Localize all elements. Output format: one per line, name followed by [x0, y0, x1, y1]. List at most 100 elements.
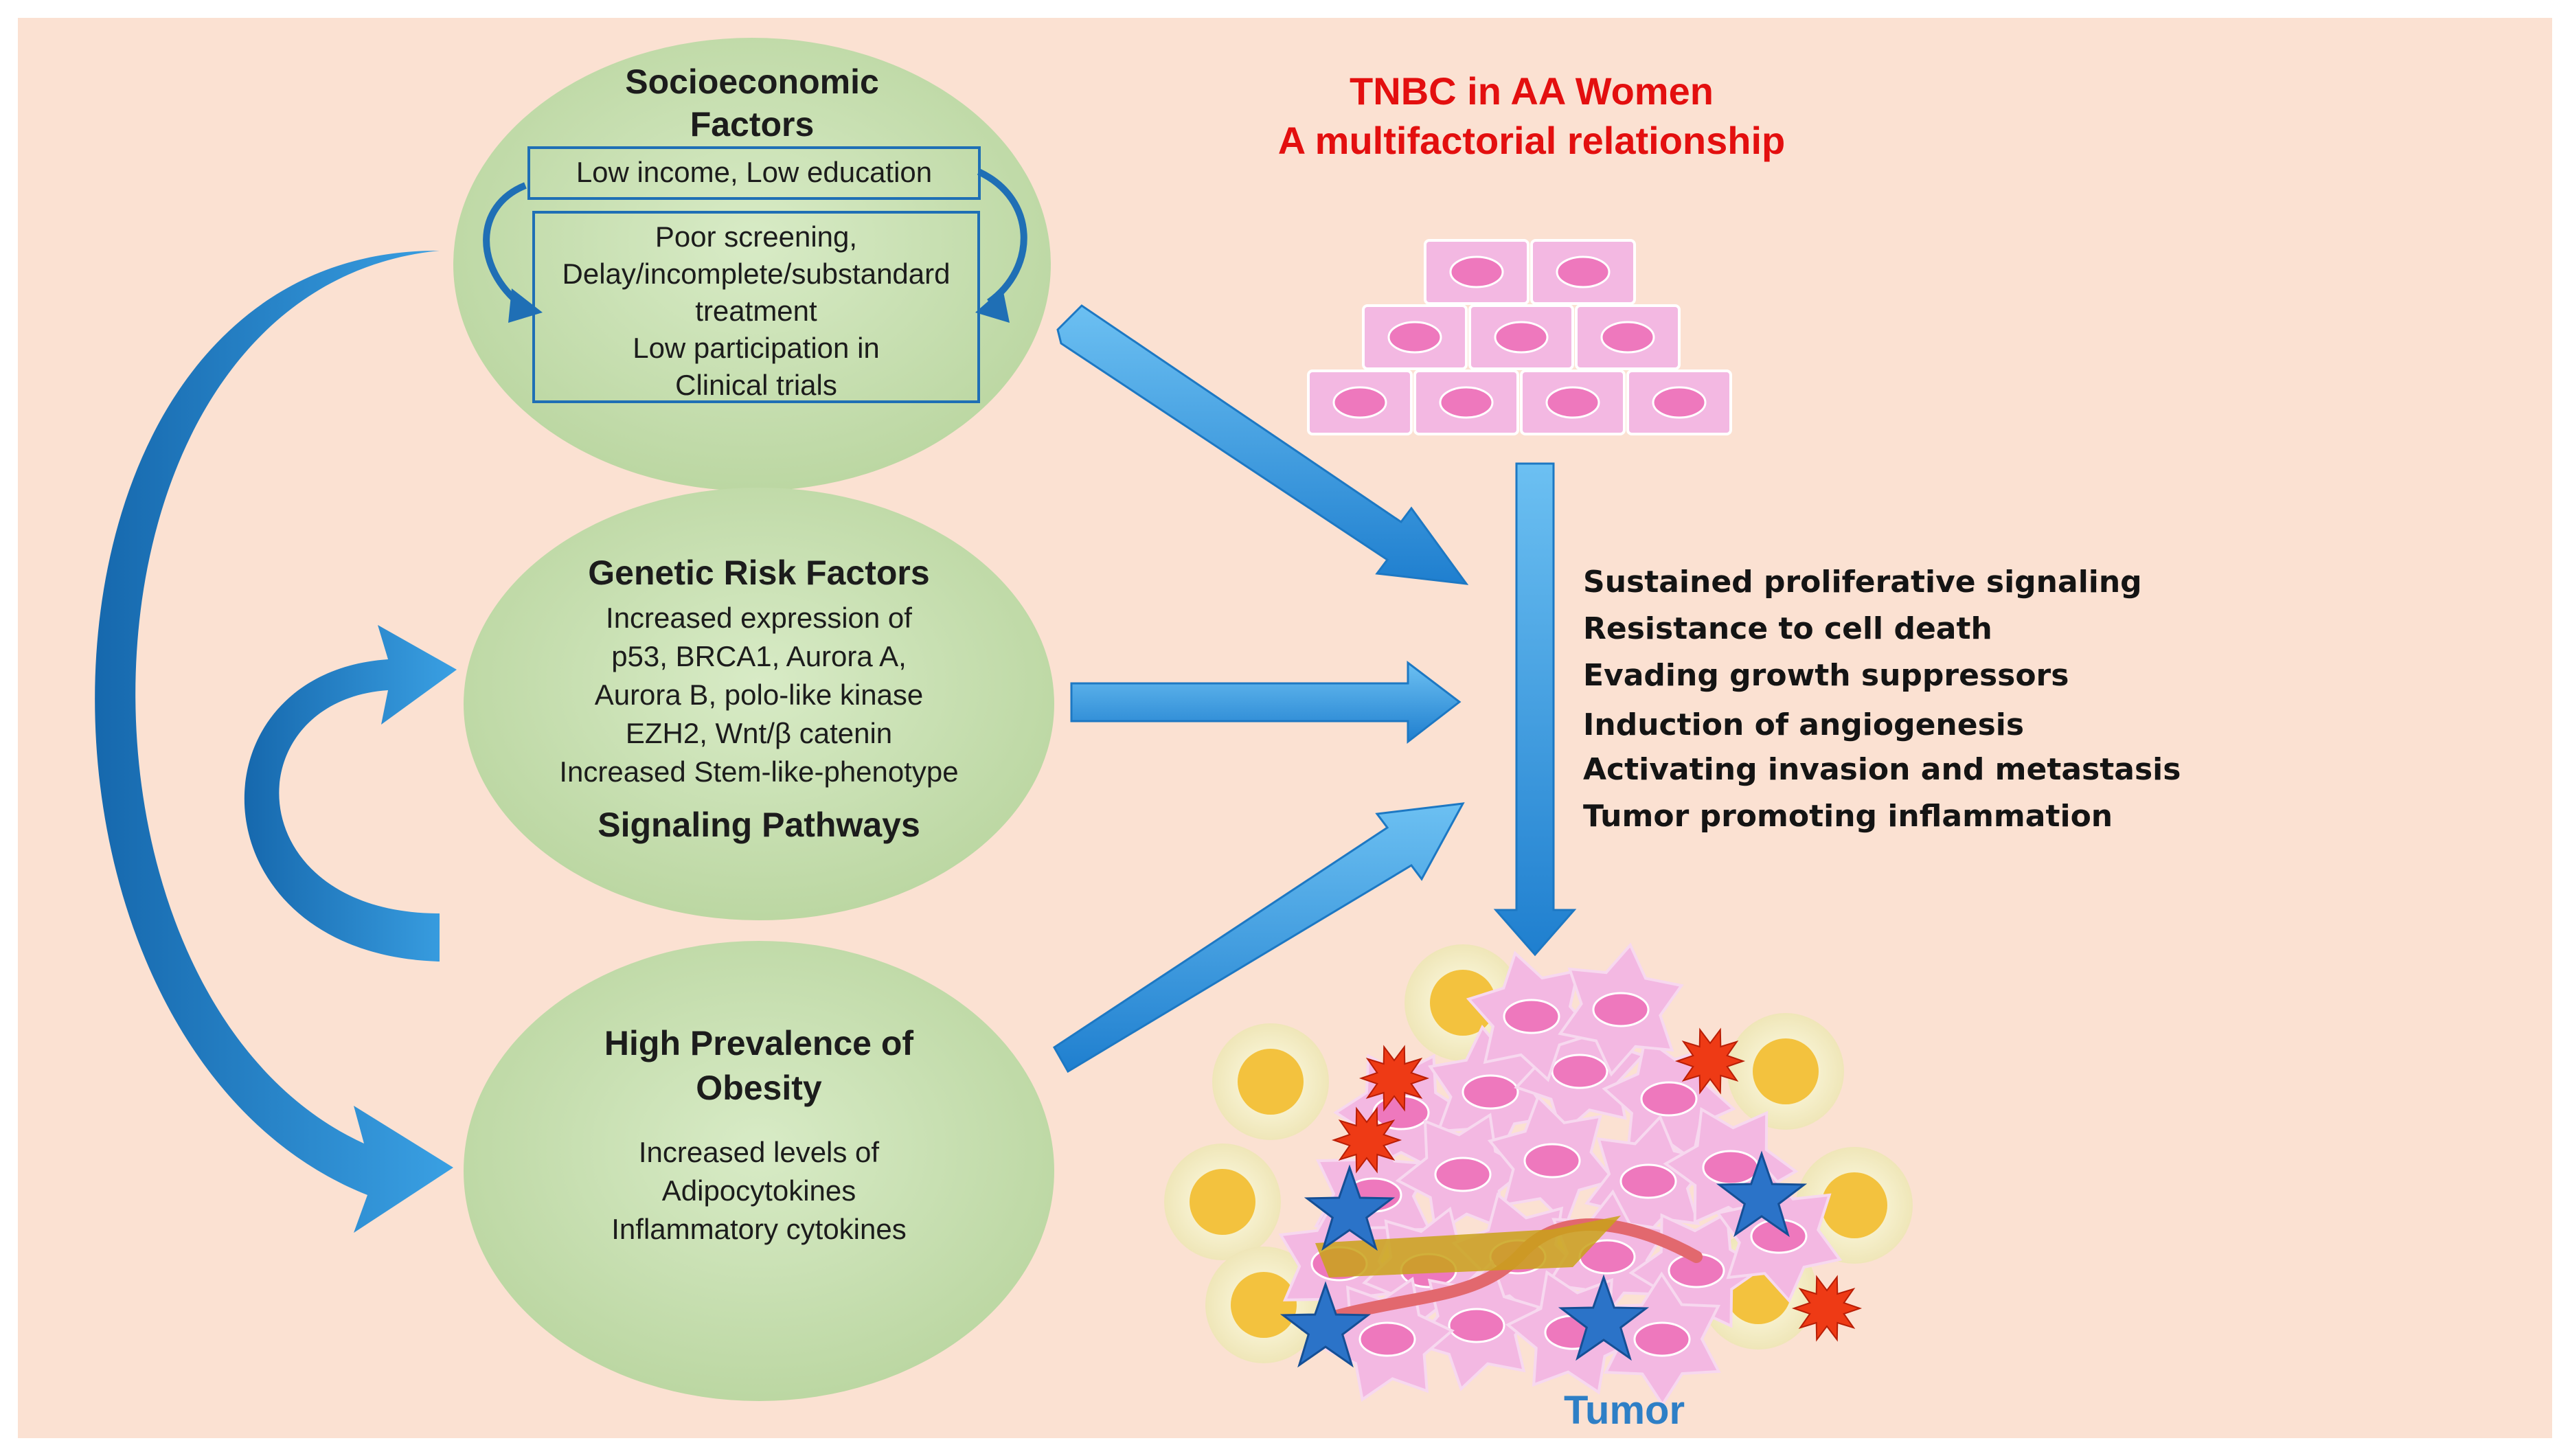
- cell-nucleus: [1494, 321, 1549, 354]
- tumor-cell-nucleus: [1702, 1150, 1760, 1185]
- genetic-heading: Genetic Risk Factors: [588, 554, 930, 592]
- screening-line-3: treatment: [695, 295, 817, 327]
- adipocyte: [1212, 1023, 1329, 1140]
- socioeconomic-heading-1: Socioeconomic: [625, 62, 879, 101]
- normal-cell: [1575, 304, 1681, 370]
- hallmark-4: Induction of angiogenesis: [1583, 707, 2025, 742]
- arrow-cells-to-tumor: [1493, 462, 1577, 957]
- genetic-line-3: Aurora B, polo-like kinase: [594, 679, 924, 711]
- cell-nucleus: [1449, 255, 1504, 288]
- normal-cell: [1424, 239, 1530, 305]
- inflammation-burst: [1358, 1045, 1430, 1112]
- screening-box: Poor screening, Delay/incomplete/substan…: [532, 211, 980, 403]
- hallmark-3: Evading growth suppressors: [1583, 658, 2069, 693]
- adipocyte: [1164, 1144, 1281, 1260]
- cell-nucleus: [1332, 386, 1387, 419]
- obesity-line-1: Increased levels of: [638, 1136, 880, 1168]
- adipocyte-droplet: [1190, 1169, 1255, 1235]
- adipocyte-droplet: [1753, 1038, 1819, 1104]
- genetic-line-2: p53, BRCA1, Aurora A,: [611, 640, 907, 672]
- tumor-cell-nucleus: [1434, 1157, 1492, 1192]
- tumor-cluster: [1164, 942, 1913, 1407]
- arrow-obesity-to-hallmarks: [1052, 802, 1465, 1073]
- cell-nucleus: [1439, 386, 1494, 419]
- signaling-pathways-label: Signaling Pathways: [598, 806, 920, 844]
- screening-line-1: Poor screening,: [655, 220, 858, 253]
- normal-cell: [1413, 369, 1519, 435]
- arrow-genetic-to-hallmarks: [1070, 660, 1462, 744]
- screening-line-2: Delay/incomplete/substandard: [562, 258, 951, 290]
- screening-line-5: Clinical trials: [675, 369, 837, 401]
- cell-nucleus: [1556, 255, 1611, 288]
- normal-cell: [1626, 369, 1732, 435]
- immune-cell-star: [1280, 1281, 1372, 1368]
- normal-cell: [1520, 369, 1626, 435]
- adipocyte-droplet: [1238, 1049, 1304, 1115]
- tumor-label: Tumor: [1563, 1388, 1685, 1433]
- tumor-cell-nucleus: [1592, 992, 1650, 1027]
- adipocyte-droplet: [1231, 1272, 1297, 1338]
- low-income-text: Low income, Low education: [576, 156, 933, 188]
- obesity-line-3: Inflammatory cytokines: [611, 1213, 907, 1245]
- background-panel: [18, 18, 2552, 1438]
- cell-nucleus: [1545, 386, 1600, 419]
- cell-nucleus: [1600, 321, 1655, 354]
- hallmark-6: Tumor promoting inflammation: [1583, 799, 2113, 834]
- hallmark-1: Sustained proliferative signaling: [1583, 565, 2142, 600]
- immune-cell-star: [1558, 1274, 1650, 1361]
- arrow-socioeconomic-to-hallmarks: [1056, 304, 1469, 585]
- normal-cell: [1362, 304, 1468, 370]
- genetic-ellipse: [464, 488, 1054, 920]
- tumor-cell-nucleus: [1619, 1163, 1677, 1199]
- inflammation-burst: [1331, 1106, 1402, 1174]
- cell-nucleus: [1387, 321, 1442, 354]
- tumor-cell-nucleus: [1503, 999, 1560, 1034]
- screening-line-4: Low participation in: [633, 332, 880, 364]
- adipocyte: [1205, 1247, 1322, 1363]
- tumor-cell-nucleus: [1633, 1321, 1691, 1357]
- immune-cell-star: [1716, 1150, 1808, 1238]
- tumor-cell: [1558, 942, 1684, 1077]
- curved-arrow-small: [244, 625, 457, 962]
- adipocyte: [1796, 1147, 1913, 1264]
- obesity-line-2: Adipocytokines: [661, 1174, 856, 1207]
- curved-arrow-large: [95, 250, 453, 1233]
- inner-arrow-right-head: [975, 288, 1010, 323]
- normal-cell-pyramid: [1307, 239, 1732, 435]
- adipocyte-droplet: [1821, 1172, 1887, 1238]
- tumor-cell-nucleus: [1551, 1054, 1608, 1089]
- genetic-line-4: EZH2, Wnt/β catenin: [625, 717, 893, 749]
- socioeconomic-heading-2: Factors: [690, 105, 815, 144]
- genetic-line-1: Increased expression of: [606, 602, 912, 634]
- tumor-cell-nucleus: [1448, 1308, 1505, 1343]
- tumor-cell-nucleus: [1640, 1081, 1698, 1117]
- hallmark-2: Resistance to cell death: [1583, 611, 1992, 646]
- adipocyte: [1727, 1013, 1844, 1130]
- inflammation-burst: [1791, 1275, 1863, 1342]
- inner-arrow-left: [483, 182, 527, 308]
- title-line-2: A multifactorial relationship: [1277, 119, 1786, 162]
- tumor-cell-nucleus: [1523, 1143, 1581, 1179]
- inflammation-burst: [1674, 1027, 1746, 1095]
- obesity-heading-2: Obesity: [696, 1069, 822, 1107]
- adipocyte-droplet: [1430, 970, 1496, 1036]
- obesity-ellipse: [464, 941, 1054, 1401]
- low-income-box: Low income, Low education: [527, 146, 981, 200]
- immune-cell-star: [1304, 1164, 1396, 1251]
- socioeconomic-ellipse: [453, 38, 1051, 491]
- tumor-cell-nucleus: [1358, 1321, 1416, 1357]
- tumor-cell: [1715, 1169, 1843, 1304]
- obesity-heading-1: High Prevalence of: [604, 1024, 914, 1062]
- normal-cell: [1530, 239, 1636, 305]
- inner-arrow-right: [977, 168, 1027, 306]
- cell-nucleus: [1652, 386, 1707, 419]
- normal-cell: [1468, 304, 1574, 370]
- genetic-line-5: Increased Stem-like-phenotype: [559, 755, 959, 788]
- title-line-1: TNBC in AA Women: [1350, 69, 1714, 113]
- normal-cell: [1307, 369, 1413, 435]
- tumor-cell-nucleus: [1462, 1074, 1519, 1110]
- hallmark-5: Activating invasion and metastasis: [1583, 752, 2181, 787]
- stromal-fibre: [1315, 1216, 1621, 1277]
